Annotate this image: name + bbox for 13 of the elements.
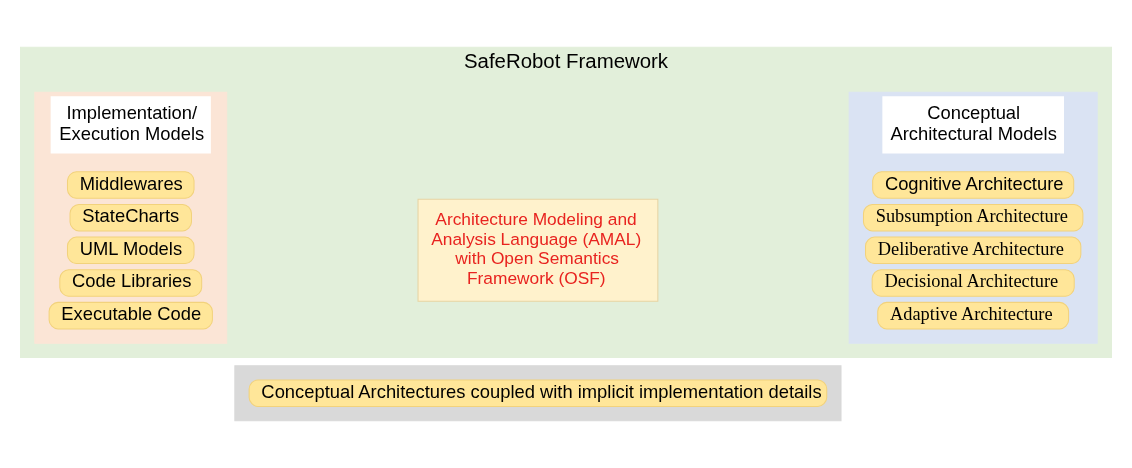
node-box: Subsumption Architecture bbox=[862, 203, 1084, 232]
node-box: Architecture Modeling and Analysis Language (AMAL) with Open Semantics Framework (OSF) bbox=[417, 198, 659, 302]
cluster bbox=[234, 365, 842, 422]
node-box: Decisional Architecture bbox=[871, 269, 1075, 297]
node-box: Deliberative Architecture bbox=[865, 236, 1082, 265]
node-box: Cognitive Architecture bbox=[872, 171, 1075, 199]
node-box: UML Models bbox=[66, 236, 195, 265]
node-box: Executable Code bbox=[48, 301, 213, 330]
node-box: Code Libraries bbox=[59, 269, 203, 297]
node-box: Conceptual Architectures coupled with implicit implementation details bbox=[248, 379, 828, 407]
node-box: Middlewares bbox=[66, 171, 195, 199]
node-box: StateCharts bbox=[69, 203, 192, 232]
node-box: Adaptive Architecture bbox=[877, 301, 1070, 330]
